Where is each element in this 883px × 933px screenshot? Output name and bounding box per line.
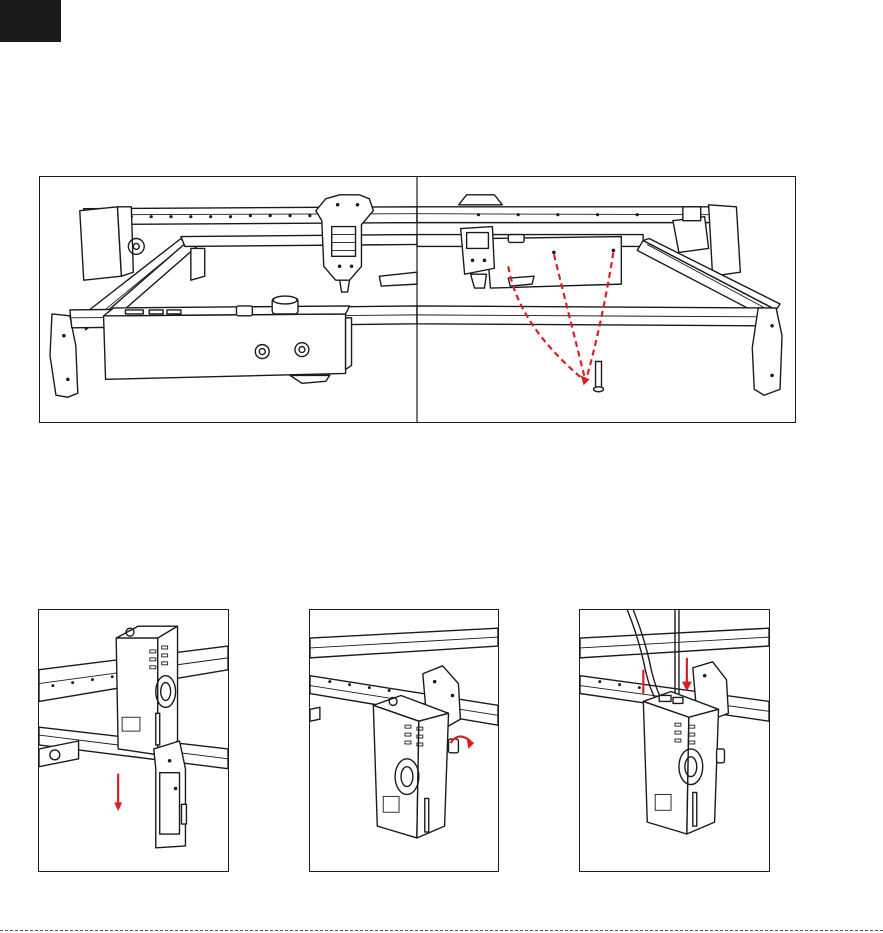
page-corner-tab xyxy=(0,0,61,42)
figure-laser-module-slide-down xyxy=(38,609,229,872)
red-down-arrow-icon xyxy=(114,774,122,812)
engraver-frame-drawing xyxy=(40,177,795,422)
figure-laser-module-connect-cables xyxy=(579,609,770,872)
top-illustration xyxy=(39,176,796,423)
laser-module-slide-drawing xyxy=(39,610,228,871)
screw-icon xyxy=(594,361,604,391)
page-bottom-rule xyxy=(0,930,883,931)
left-panel-machine xyxy=(50,195,417,397)
right-panel-machine xyxy=(417,195,782,395)
laser-module-tighten-drawing xyxy=(310,610,498,871)
laser-module-cables-drawing xyxy=(580,610,769,871)
figure-laser-module-tighten-knob xyxy=(309,609,499,872)
